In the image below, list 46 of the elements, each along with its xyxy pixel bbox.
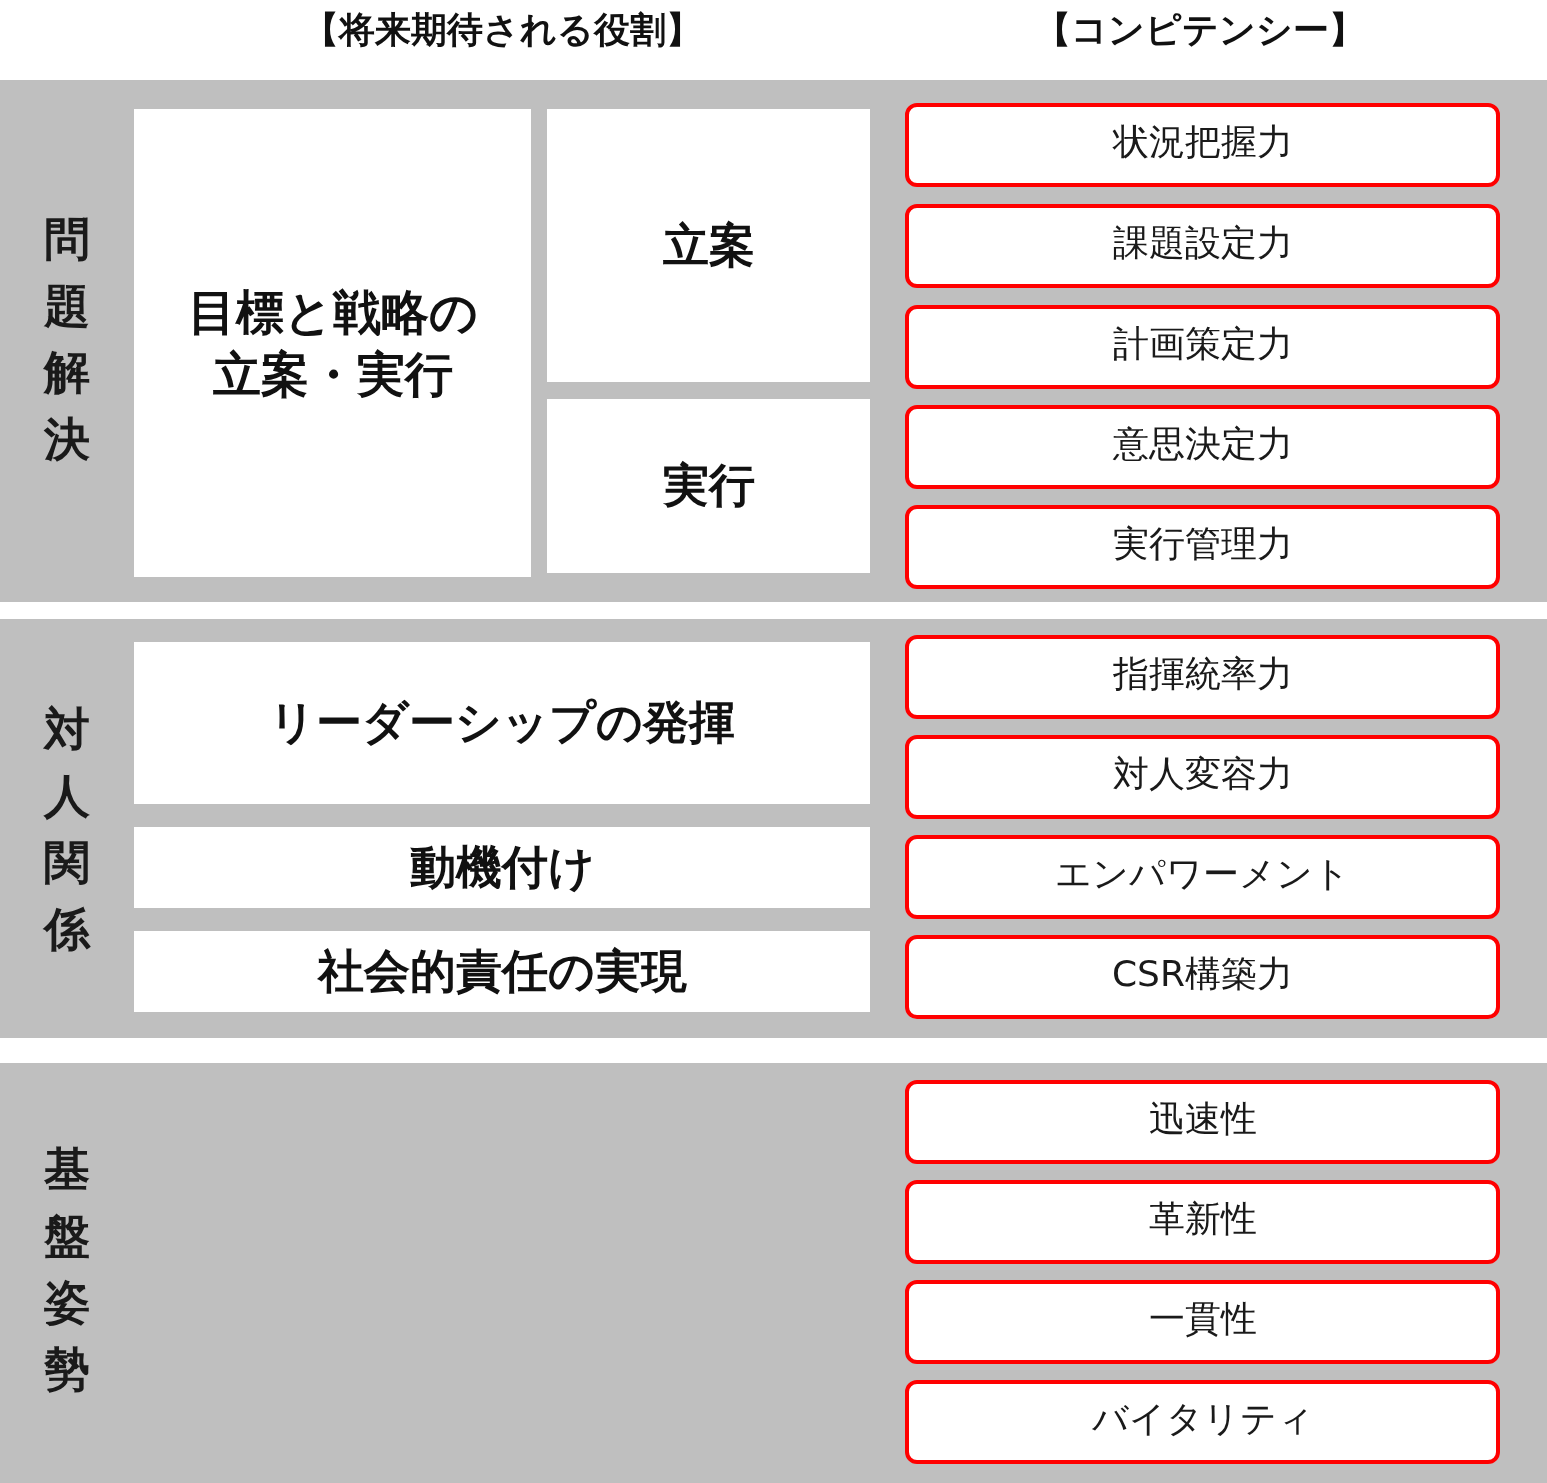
column-heading: 【将来期待される役割】 <box>302 8 702 52</box>
competency-label: エンパワーメント <box>1055 852 1350 896</box>
competency-box <box>905 735 1500 819</box>
role-box <box>547 399 870 573</box>
category-band <box>0 1063 1547 1483</box>
competency-box <box>905 935 1500 1019</box>
role-box <box>134 827 870 908</box>
competency-label: バイタリティ <box>1091 1397 1314 1441</box>
role-label: 立案 <box>662 217 755 274</box>
competency-label: 計画策定力 <box>1112 322 1293 366</box>
competency-box <box>905 1280 1500 1364</box>
competency-label: 迅速性 <box>1148 1097 1257 1141</box>
competency-label: 実行管理力 <box>1112 522 1293 566</box>
role-label: 目標と戦略の立案・実行 <box>186 282 479 404</box>
role-label: 動機付け <box>409 839 595 896</box>
category-band <box>0 80 1547 602</box>
competency-label: 革新性 <box>1148 1197 1257 1241</box>
competency-box <box>905 835 1500 919</box>
competency-label: CSR構築力 <box>1112 952 1293 996</box>
competency-box <box>905 1180 1500 1264</box>
competency-box <box>905 505 1500 589</box>
competency-box <box>905 305 1500 389</box>
competency-box <box>905 204 1500 288</box>
role-label: 社会的責任の実現 <box>317 943 687 1000</box>
competency-box <box>905 635 1500 719</box>
role-box <box>134 642 870 804</box>
competency-box <box>905 1080 1500 1164</box>
competency-label: 状況把握力 <box>1112 120 1293 164</box>
competency-label: 指揮統率力 <box>1112 652 1293 696</box>
role-box <box>547 109 870 382</box>
role-box <box>134 109 531 577</box>
column-heading: 【コンピテンシー】 <box>1035 8 1365 52</box>
competency-label: 一貫性 <box>1148 1297 1257 1341</box>
role-box <box>134 931 870 1012</box>
competency-box <box>905 103 1500 187</box>
competency-label: 意思決定力 <box>1112 422 1293 466</box>
competency-label: 課題設定力 <box>1112 221 1293 265</box>
role-label: 実行 <box>662 458 755 514</box>
band-label: 対人関係 <box>44 701 90 959</box>
band-label: 基盤姿勢 <box>44 1141 90 1399</box>
competency-box <box>905 1380 1500 1464</box>
competency-box <box>905 405 1500 489</box>
band-label: 問題解決 <box>44 211 90 469</box>
category-band <box>0 619 1547 1038</box>
competency-label: 対人変容力 <box>1112 752 1293 796</box>
role-label: リーダーシップの発揮 <box>269 695 735 751</box>
